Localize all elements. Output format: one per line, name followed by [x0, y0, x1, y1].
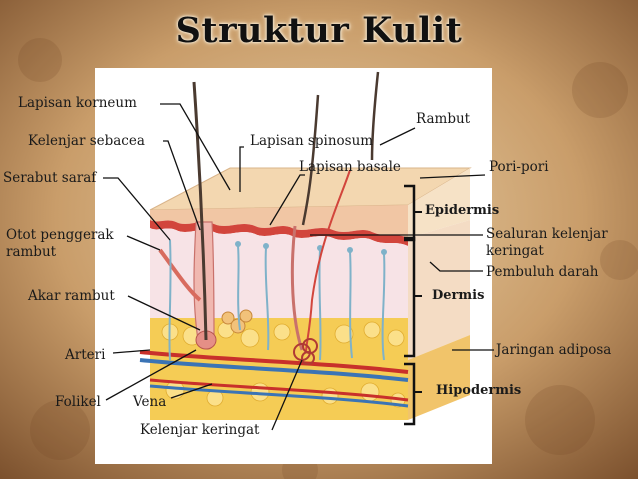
label-akar-rambut: Akar rambut: [28, 288, 115, 304]
label-saluran-kelenjar-keringat-1: Sealuran kelenjar: [486, 226, 608, 242]
label-serabut-saraf: Serabut saraf: [3, 170, 96, 186]
label-pori-pori: Pori-pori: [489, 159, 549, 175]
label-kelenjar-sebacea: Kelenjar sebacea: [28, 133, 145, 149]
label-otot-penggerak-rambut-2: rambut: [6, 244, 56, 260]
label-lapisan-spinosum: Lapisan spinosum: [250, 133, 373, 149]
label-epidermis: Epidermis: [425, 203, 499, 219]
label-jaringan-adiposa: Jaringan adiposa: [496, 342, 611, 358]
label-arteri: Arteri: [65, 347, 105, 363]
label-saluran-kelenjar-keringat-2: keringat: [486, 243, 544, 259]
label-pembuluh-darah: Pembuluh darah: [486, 264, 599, 280]
label-lapisan-korneum: Lapisan korneum: [18, 95, 137, 111]
label-rambut: Rambut: [416, 111, 470, 127]
label-kelenjar-keringat: Kelenjar keringat: [140, 422, 259, 438]
label-hipodermis: Hipodermis: [436, 383, 521, 399]
label-dermis: Dermis: [432, 288, 484, 304]
label-otot-penggerak-rambut-1: Otot penggerak: [6, 227, 114, 243]
dermis-layer: [150, 228, 408, 330]
label-lapisan-basale: Lapisan basale: [299, 159, 401, 175]
label-folikel: Folikel: [55, 394, 101, 410]
label-vena: Vena: [133, 394, 166, 410]
